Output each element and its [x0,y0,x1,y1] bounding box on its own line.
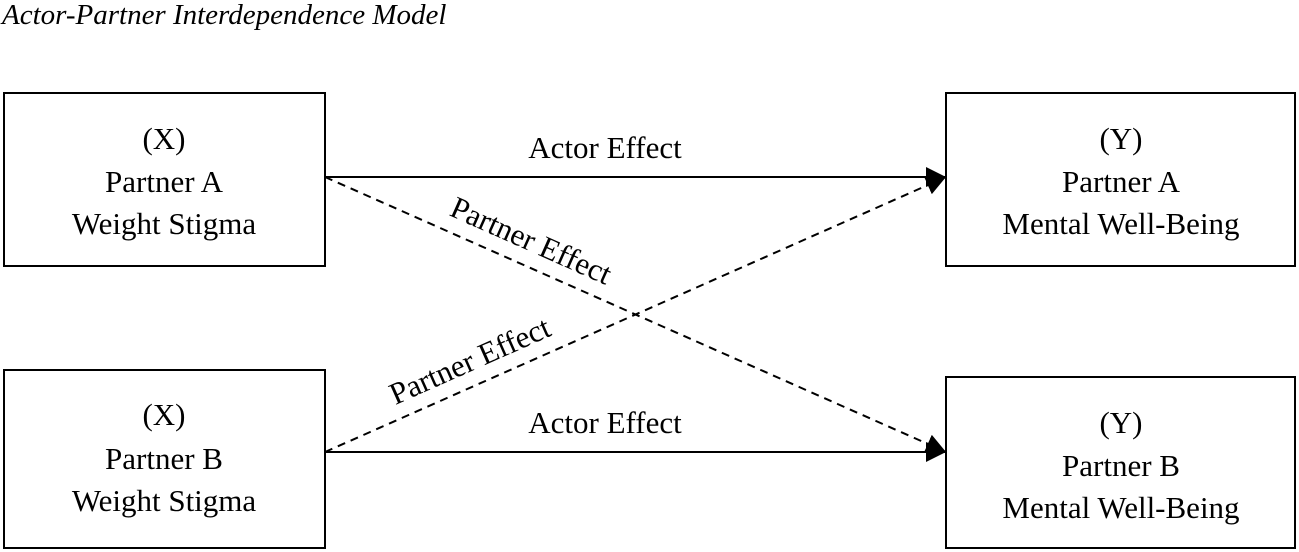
node-x-partner-b-partner: Partner B [105,441,223,476]
node-x-partner-a: (X) Partner A Weight Stigma [3,92,326,267]
actor-effect-label-a: Actor Effect [528,130,682,165]
node-x-partner-b-variable: (X) [142,397,185,432]
partner-effect-arrow-b-to-a [324,175,947,453]
node-y-partner-b-variable: (Y) [1099,405,1142,440]
node-x-partner-b-construct: Weight Stigma [72,483,257,518]
actor-effect-label-b: Actor Effect [528,405,682,440]
node-y-partner-b-construct: Mental Well-Being [1002,490,1239,525]
node-x-partner-b: (X) Partner B Weight Stigma [3,369,326,549]
node-x-partner-a-box [3,92,326,267]
node-y-partner-a-variable: (Y) [1099,121,1142,156]
node-y-partner-b-box [945,376,1296,549]
node-x-partner-a-variable: (X) [142,121,185,156]
node-y-partner-a: (Y) Partner A Mental Well-Being [945,92,1296,267]
node-y-partner-b-partner: Partner B [1062,448,1180,483]
node-y-partner-a-box [945,92,1296,267]
node-y-partner-a-partner: Partner A [1062,164,1181,199]
partner-effect-label-a-to-b: Partner Effect [445,189,617,291]
node-y-partner-b: (Y) Partner B Mental Well-Being [945,376,1296,549]
node-y-partner-a-construct: Mental Well-Being [1002,206,1239,241]
figure-title: Actor-Partner Interdependence Model [0,0,446,31]
node-x-partner-b-box [3,369,326,549]
node-x-partner-a-partner: Partner A [105,164,224,199]
node-x-partner-a-construct: Weight Stigma [72,206,257,241]
